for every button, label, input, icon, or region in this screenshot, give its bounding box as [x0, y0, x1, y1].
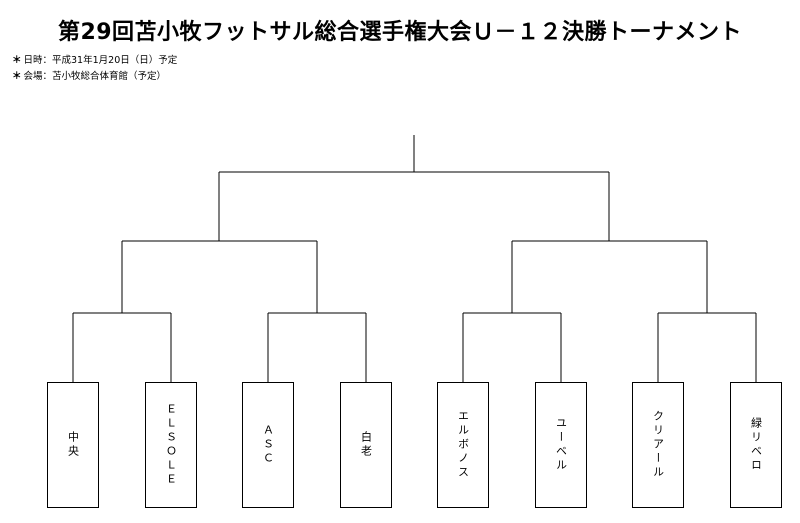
team-box-7: クリアール [632, 382, 684, 508]
schedule-date: ＊日時：平成31年1月20日（日）予定 [12, 52, 177, 66]
team-name: ＡＳＣ [261, 424, 275, 466]
team-box-4: 白老 [340, 382, 392, 508]
tournament-title: 第29回苫小牧フットサル総合選手権大会Ｕ－１２決勝トーナメント [57, 20, 743, 45]
venue-text: 会場：苫小牧総合体育館（予定） [23, 71, 167, 82]
bullet-icon: ＊ [12, 71, 22, 82]
team-name: 白老 [359, 431, 373, 459]
team-box-2: ＥＬＳＯＬＥ [145, 382, 197, 508]
team-name: エルボノス [456, 410, 470, 480]
team-name: 緑リベロ [749, 417, 763, 473]
team-box-6: ユーベル [535, 382, 587, 508]
date-text: 日時：平成31年1月20日（日）予定 [23, 55, 178, 66]
schedule-venue: ＊会場：苫小牧総合体育館（予定） [12, 68, 166, 82]
team-box-1: 中央 [47, 382, 99, 508]
team-name: クリアール [651, 410, 665, 480]
team-name: ＥＬＳＯＬＥ [164, 403, 178, 487]
team-box-3: ＡＳＣ [242, 382, 294, 508]
team-name: 中央 [66, 431, 80, 459]
team-box-5: エルボノス [437, 382, 489, 508]
team-name: ユーベル [554, 417, 568, 473]
team-box-8: 緑リベロ [730, 382, 782, 508]
bullet-icon: ＊ [12, 55, 22, 66]
